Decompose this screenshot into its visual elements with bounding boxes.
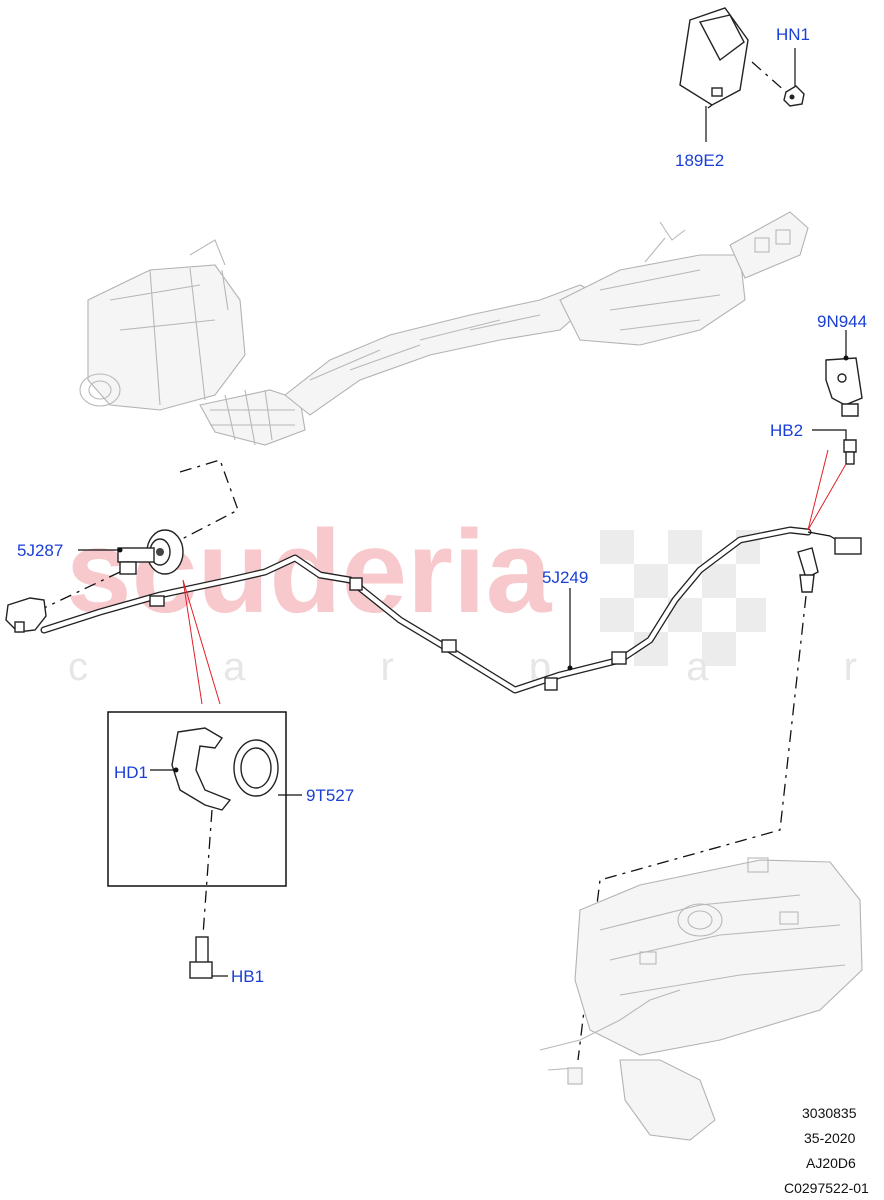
- sensor-harness-rear: [797, 531, 862, 593]
- nut-hn1: [783, 85, 805, 107]
- pipe-connector: [5, 597, 47, 633]
- hb2-link-lines: [807, 449, 847, 531]
- bracket-189e2: [679, 7, 749, 109]
- detail-link-lines: [182, 579, 221, 705]
- bolt-hb2: [843, 439, 857, 465]
- callout-hn1[interactable]: HN1: [776, 25, 810, 44]
- callout-hd1[interactable]: HD1: [114, 763, 148, 782]
- callout-hb2[interactable]: HB2: [770, 421, 803, 440]
- link-tank: [577, 595, 807, 1061]
- exhaust-system-ghost: [79, 211, 809, 446]
- ref-line-3: AJ20D6: [806, 1155, 856, 1171]
- callout-hb1[interactable]: HB1: [231, 967, 264, 986]
- link-sensor-exhaust: [179, 459, 239, 541]
- bracket-9n944: [825, 357, 863, 417]
- bolt-hb1: [189, 936, 213, 979]
- callout-5j287[interactable]: 5J287: [17, 541, 63, 560]
- ref-line-4: C0297522-01: [784, 1180, 869, 1196]
- callout-5j249[interactable]: 5J249: [542, 568, 588, 587]
- callout-9t527[interactable]: 9T527: [306, 786, 354, 805]
- sensor-5j287: [117, 529, 184, 575]
- callout-189e2[interactable]: 189E2: [675, 151, 724, 170]
- detail-box-9t527: [107, 711, 287, 887]
- leader-hb2: [812, 429, 847, 440]
- fuel-tank-ghost: [539, 857, 863, 1141]
- link-hb1: [202, 809, 213, 936]
- ref-line-2: 35-2020: [804, 1130, 856, 1146]
- callout-9n944[interactable]: 9N944: [817, 312, 867, 331]
- ref-line-1: 3030835: [802, 1105, 857, 1121]
- watermark-flag: [600, 530, 766, 666]
- link-hn1: [751, 61, 787, 93]
- pipe-5j249: [40, 526, 812, 694]
